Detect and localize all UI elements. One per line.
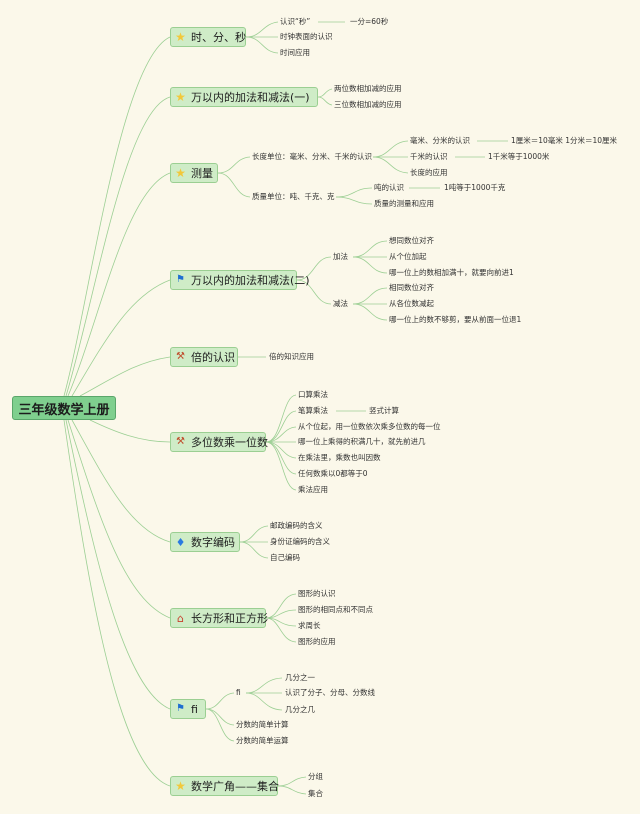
link-root-t1	[63, 36, 171, 397]
topic-label: fi	[191, 702, 198, 716]
node-label[interactable]: 自己编码	[270, 553, 300, 562]
node-label[interactable]: 口算乘法	[298, 390, 328, 399]
node-label[interactable]: 相同数位对齐	[389, 283, 434, 292]
topic-fraction[interactable]: ⚑ fi	[170, 699, 206, 719]
flag-icon: ⚑	[176, 274, 185, 285]
node-label[interactable]: 乘法应用	[298, 485, 328, 494]
node-label[interactable]: 倍的知识应用	[269, 352, 314, 361]
link-root-t3	[67, 172, 171, 397]
node-label[interactable]: 减法	[333, 299, 348, 308]
topic-label: 多位数乘一位数	[191, 436, 268, 449]
topic-measure[interactable]: ★ 测量	[170, 163, 218, 183]
root-topic[interactable]: 三年级数学上册	[12, 396, 116, 420]
link-root-t6	[89, 419, 171, 443]
link-root-t8	[67, 419, 171, 619]
drop-icon: ♦	[175, 535, 186, 549]
node-label[interactable]: 1厘米＝10毫米 1分米＝10厘米	[511, 136, 618, 145]
star-icon: ★	[175, 90, 186, 104]
node-label[interactable]: 从个位加起	[389, 252, 427, 261]
topic-multiply[interactable]: ⚒ 多位数乘一位数	[170, 432, 268, 452]
node-label[interactable]: 在乘法里，乘数也叫因数	[298, 453, 381, 462]
node-label[interactable]: 求周长	[298, 621, 321, 630]
link-root-t5	[79, 356, 171, 397]
node-label[interactable]: 图形的相同点和不同点	[298, 605, 373, 614]
topic-label: 万以内的加法和减法(一)	[191, 91, 310, 104]
topic-times[interactable]: ⚒ 倍的认识	[170, 347, 238, 367]
node-label[interactable]: 分数的简单计算	[236, 720, 289, 729]
node-label[interactable]: 哪一位上乘得的积满几十，就先前进几	[298, 437, 426, 446]
node-label[interactable]: 图形的认识	[298, 589, 336, 598]
topic-label: 倍的认识	[191, 351, 235, 364]
flag-icon: ⚑	[176, 703, 185, 714]
node-label[interactable]: 时钟表面的认识	[280, 32, 333, 41]
node-label[interactable]: 毫米、分米的认识	[410, 136, 470, 145]
node-label[interactable]: 从个位起，用一位数依次乘多位数的每一位	[298, 422, 441, 431]
node-label[interactable]: 1千米等于1000米	[488, 152, 550, 161]
topic-label: 数学广角——集合	[191, 780, 279, 793]
topic-rectangle[interactable]: ⌂ 长方形和正方形	[170, 608, 268, 628]
star-icon: ★	[175, 166, 186, 180]
link-root-t4	[71, 279, 171, 397]
node-label[interactable]: 千米的认识	[410, 152, 448, 161]
topic-add-sub-2[interactable]: ⚑ 万以内的加法和减法(二)	[170, 270, 310, 290]
hammer-icon: ⚒	[176, 351, 185, 362]
node-label[interactable]: 几分之一	[285, 673, 315, 682]
node-label[interactable]: 竖式计算	[369, 406, 399, 415]
star-icon: ★	[175, 779, 186, 793]
node-label[interactable]: 集合	[308, 789, 323, 798]
topic-label: 测量	[191, 167, 213, 180]
node-label[interactable]: 哪一位上的数不够剪，要从前面一位退1	[389, 315, 522, 324]
node-label[interactable]: 认识了分子、分母、分数线	[285, 688, 375, 697]
node-label[interactable]: 想同数位对齐	[389, 236, 434, 245]
topic-label: 万以内的加法和减法(二)	[191, 274, 310, 287]
node-label[interactable]: 加法	[333, 252, 348, 261]
link-root-t7	[71, 419, 171, 543]
node-label[interactable]: 质量单位：吨、千克、克	[252, 192, 335, 201]
link-root-t2	[65, 96, 171, 397]
topic-label: 长方形和正方形	[191, 612, 268, 625]
topic-time[interactable]: ★ 时、分、秒	[170, 27, 246, 47]
node-label[interactable]: 身份证编码的含义	[270, 537, 330, 546]
node-label[interactable]: 哪一位上的数相加满十，就要向前进1	[389, 268, 514, 277]
node-label[interactable]: 分组	[308, 772, 323, 781]
topic-coding[interactable]: ♦ 数字编码	[170, 532, 240, 552]
node-label[interactable]: 一分=60秒	[350, 17, 389, 26]
link-root-t10	[63, 419, 171, 787]
link-root-t9	[65, 419, 171, 710]
node-label[interactable]: 1吨等于1000千克	[444, 183, 506, 192]
node-label[interactable]: 两位数相加减的应用	[334, 84, 402, 93]
star-icon: ★	[175, 30, 186, 44]
node-label[interactable]: 图形的应用	[298, 637, 336, 646]
node-label[interactable]: 长度的应用	[410, 168, 448, 177]
node-label[interactable]: 质量的测量和应用	[374, 199, 434, 208]
node-label[interactable]: 几分之几	[285, 705, 315, 714]
node-label[interactable]: 认识“秒”	[280, 17, 311, 26]
topic-label: 时、分、秒	[191, 31, 246, 44]
node-label[interactable]: 三位数相加减的应用	[334, 100, 402, 109]
node-label[interactable]: 时间应用	[280, 48, 310, 57]
house-icon: ⌂	[177, 611, 184, 625]
node-label[interactable]: 分数的简单运算	[236, 736, 289, 745]
node-label[interactable]: 从各位数减起	[389, 299, 434, 308]
topic-add-sub-1[interactable]: ★ 万以内的加法和减法(一)	[170, 87, 318, 107]
node-label[interactable]: 笔算乘法	[298, 406, 328, 415]
node-label[interactable]: 长度单位：毫米、分米、千米的认识	[252, 152, 372, 161]
hammer-icon: ⚒	[176, 436, 185, 447]
node-label[interactable]: fi	[236, 688, 241, 697]
node-label[interactable]: 任何数乘以0都等于0	[298, 469, 368, 478]
topic-label: 数字编码	[191, 536, 235, 549]
node-label[interactable]: 邮政编码的含义	[270, 521, 323, 530]
node-label[interactable]: 吨的认识	[374, 183, 404, 192]
topic-set[interactable]: ★ 数学广角——集合	[170, 776, 279, 796]
